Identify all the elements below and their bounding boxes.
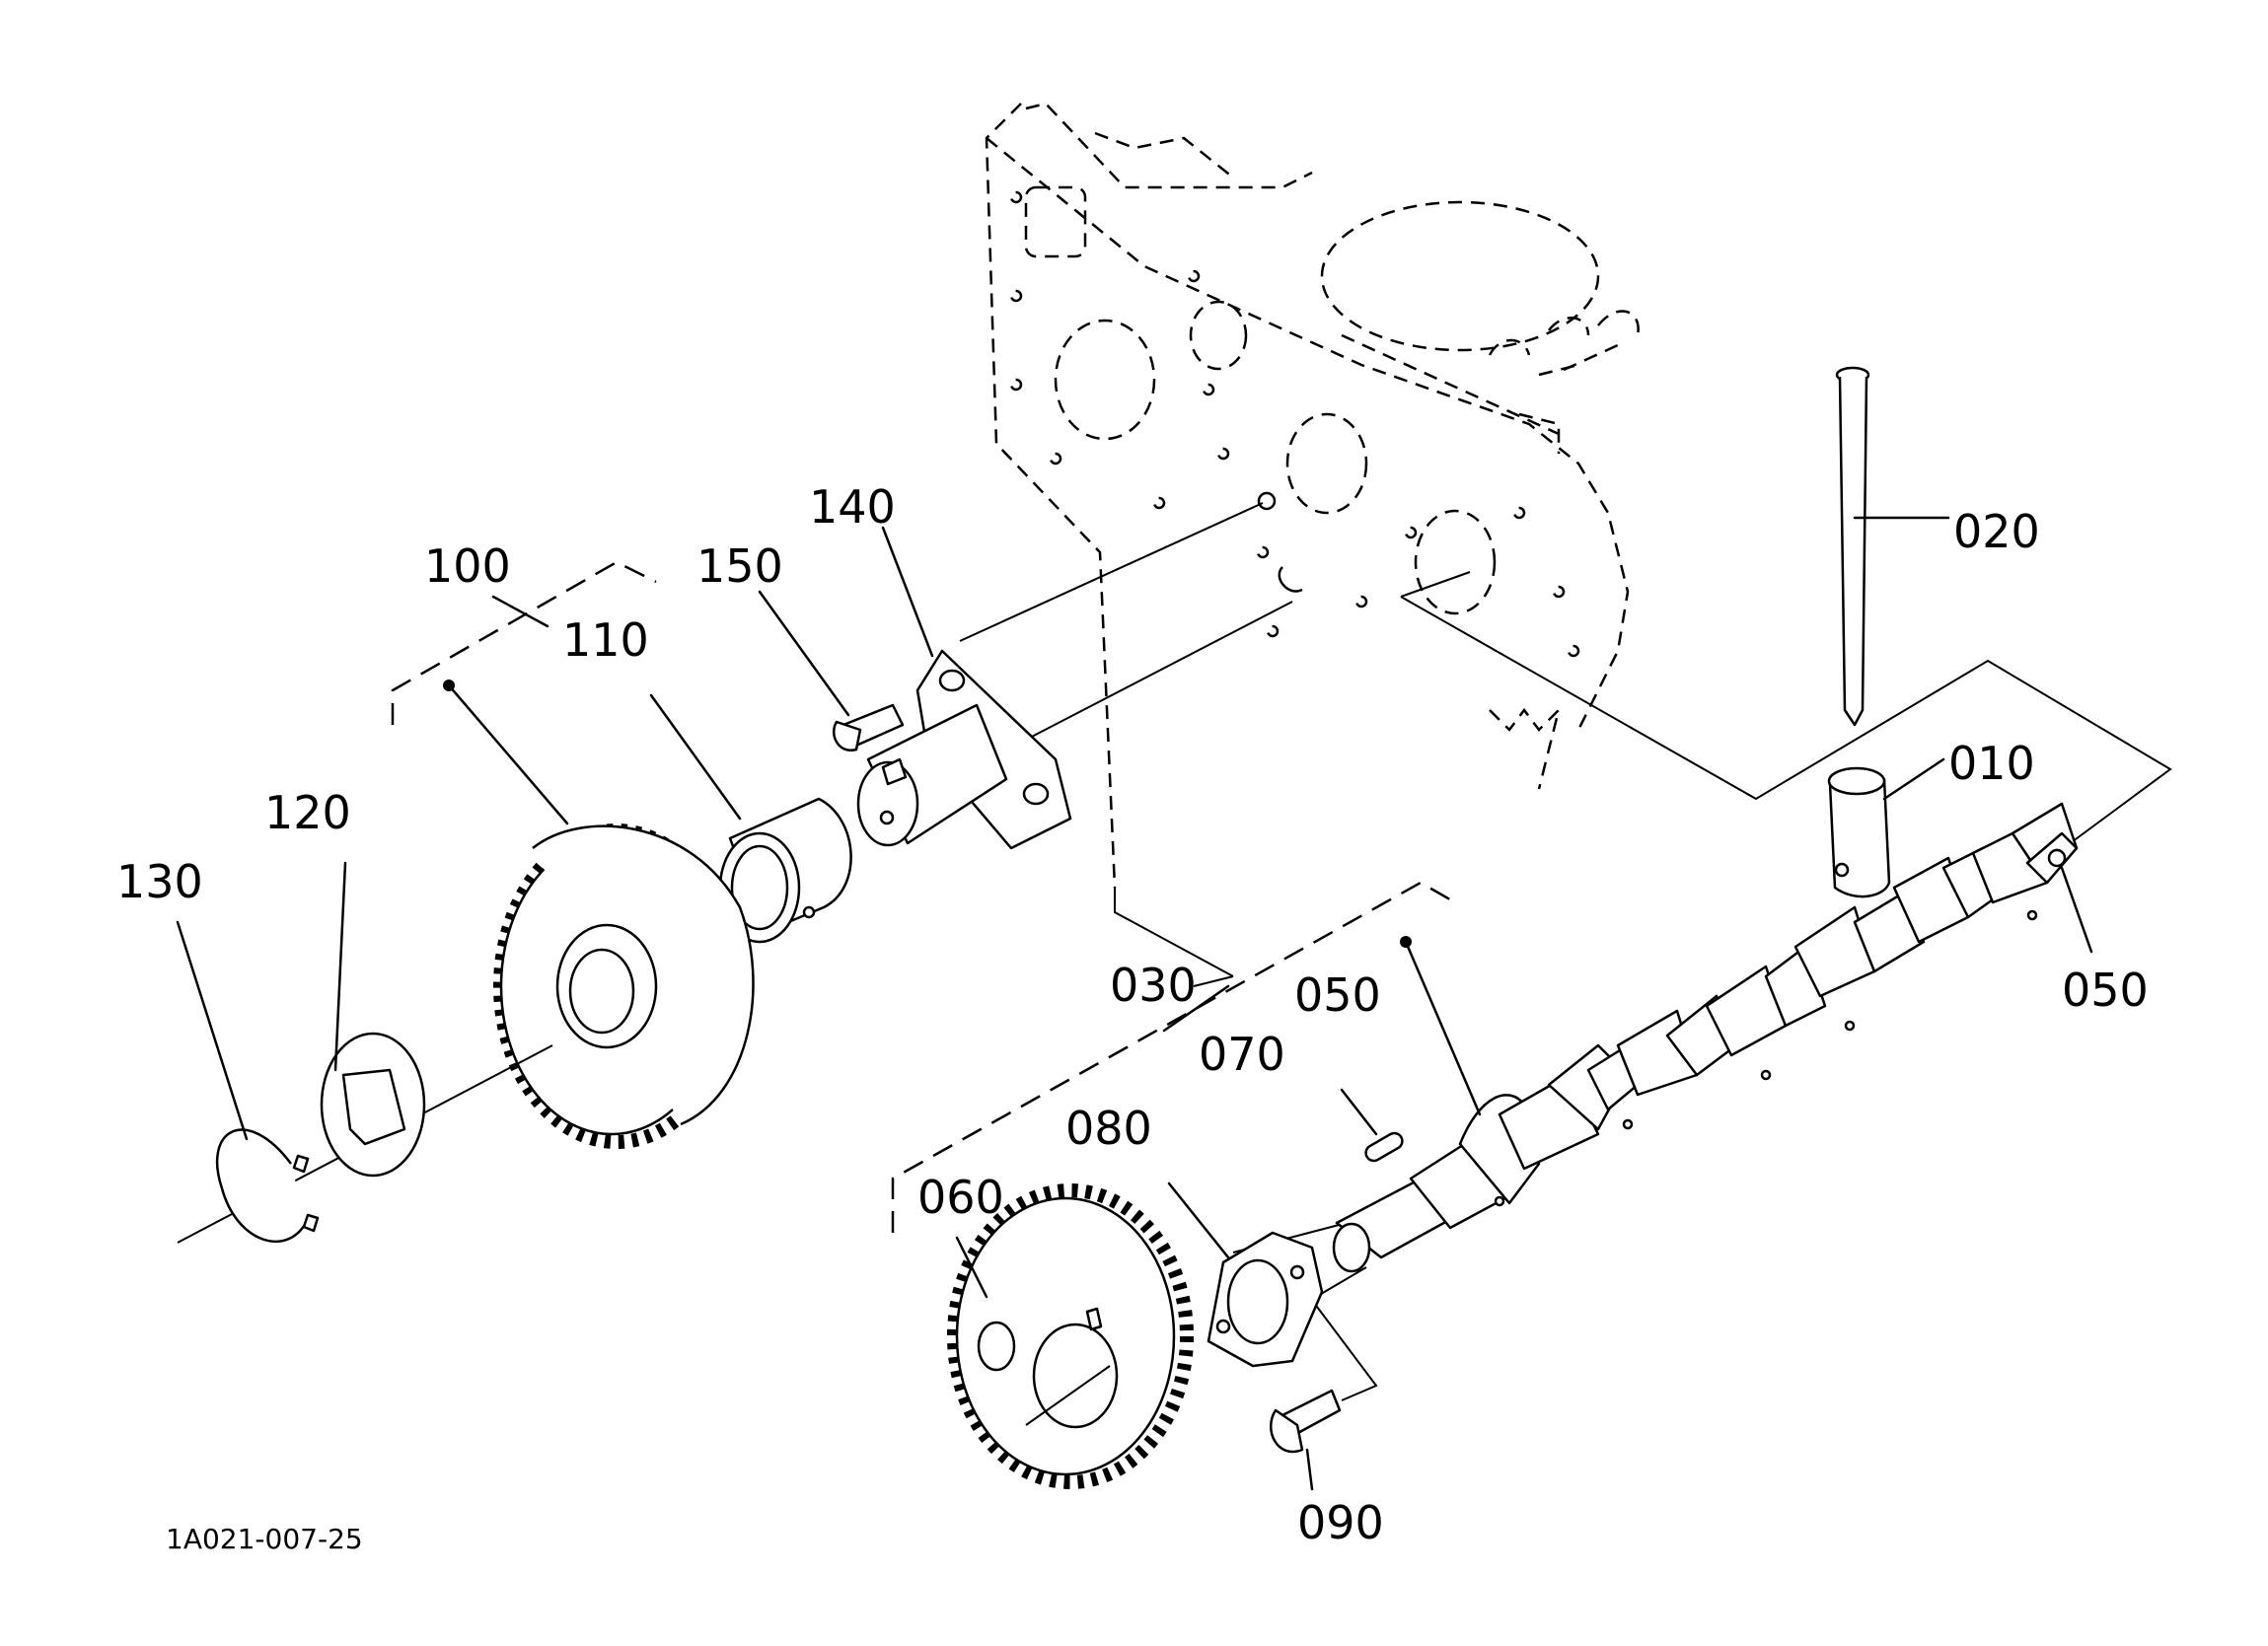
circlip — [215, 1128, 320, 1244]
drawing-code: 1A021-007-25 — [166, 1523, 363, 1555]
callout-120: 120 — [264, 786, 351, 839]
callout-050-left: 050 — [1294, 968, 1381, 1022]
callout-100: 100 — [424, 539, 511, 593]
callout-070: 070 — [1199, 1028, 1285, 1081]
assembly-lines — [959, 502, 2172, 1401]
camshaft — [1332, 802, 2079, 1273]
callout-060: 060 — [917, 1171, 1004, 1224]
leader-lines — [176, 516, 2093, 1491]
group-brackets — [391, 560, 1456, 1233]
bolt-150 — [832, 703, 905, 752]
callout-140: 140 — [809, 480, 896, 534]
engine-block-outline — [985, 102, 1640, 889]
thrust-washer — [320, 1032, 426, 1178]
callout-030: 030 — [1110, 959, 1197, 1012]
callout-050-right: 050 — [2062, 964, 2149, 1017]
tappet — [1827, 766, 1891, 898]
idle-gear — [177, 823, 755, 1244]
callout-090: 090 — [1297, 1496, 1384, 1549]
callout-010: 010 — [1948, 737, 2035, 790]
callout-110: 110 — [562, 613, 649, 667]
push-rod — [1835, 366, 1870, 727]
cam-gear — [947, 1183, 1194, 1489]
bolt-090 — [1270, 1389, 1342, 1454]
ball — [2047, 848, 2067, 868]
callout-130: 130 — [116, 855, 203, 908]
callout-080: 080 — [1065, 1102, 1152, 1155]
idler-shaft-flange — [856, 649, 1072, 850]
callout-labels: 020 010 050 050 030 070 080 060 090 100 … — [116, 480, 2149, 1555]
callout-020: 020 — [1953, 505, 2040, 558]
callout-150: 150 — [696, 539, 783, 593]
thrust-plate — [1207, 1231, 1324, 1368]
